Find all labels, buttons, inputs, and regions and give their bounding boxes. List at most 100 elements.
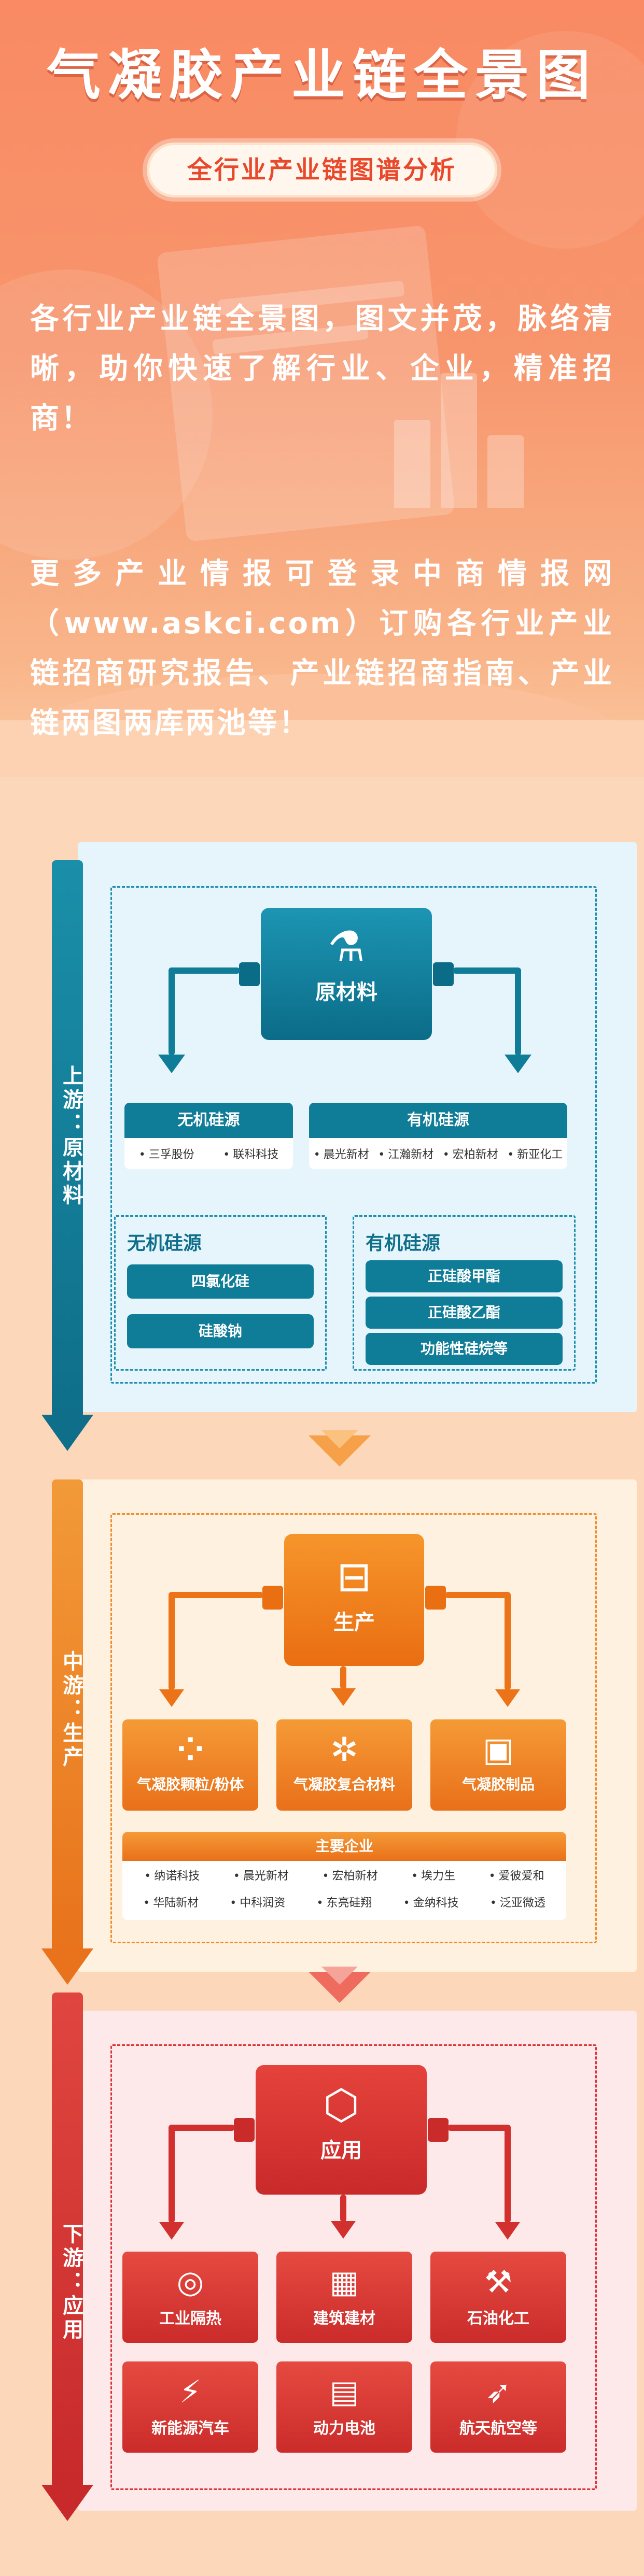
connector-pipe	[453, 967, 520, 974]
decor-bar	[487, 435, 524, 508]
downstream-label: 下游：应用	[59, 2223, 83, 2342]
material-item: 硅酸钠	[127, 1314, 314, 1348]
flask-icon: ⚗	[328, 922, 365, 971]
company-tag: 晨光新材	[233, 1867, 289, 1883]
pipe-insulation-icon: ◎	[176, 2264, 204, 2300]
material-item: 四氯化硅	[127, 1264, 314, 1299]
product-label: 气凝胶复合材料	[293, 1776, 395, 1793]
company-tag: 东亮硅翔	[316, 1894, 372, 1910]
material-item: 正硅酸乙酯	[366, 1297, 563, 1329]
company-tag: 宏柏新材	[322, 1867, 377, 1883]
connector-pipe	[169, 967, 240, 974]
application-card: ➶ 航天航空等	[430, 2361, 566, 2453]
application-label: 建筑建材	[313, 2310, 375, 2328]
companies-title: 主要企业	[122, 1832, 566, 1861]
connector-pipe	[505, 2125, 511, 2223]
product-box-icon: ▣	[482, 1731, 514, 1769]
molecule-icon: ✲	[330, 1731, 358, 1769]
product-card: ✲ 气凝胶复合材料	[276, 1719, 412, 1811]
header-banner: 气凝胶产业链全景图 全行业产业链图谱分析 各行业产业链全景图，图文并茂，脉络清晰…	[0, 0, 644, 777]
box-tray-icon: ⊟	[337, 1553, 372, 1601]
connector-pipe	[169, 2125, 175, 2223]
connector-pipe	[340, 2195, 346, 2222]
company-tag: 爱彼爱和	[489, 1867, 544, 1883]
connector-pipe	[340, 1666, 346, 1689]
product-label: 气凝胶制品	[461, 1776, 535, 1793]
intro-paragraph: 各行业产业链全景图，图文并茂，脉络清晰，助你快速了解行业、企业，精准招商！	[30, 302, 614, 435]
midstream-bar-arrow	[41, 1948, 93, 1985]
intro-paragraph-askci: 更多产业情报可登录中商情报网（www.askci.com）订购各行业产业链招商研…	[30, 557, 614, 740]
organic-company-card: 有机硅源 晨光新材 江瀚新材 宏柏新材 新亚化工	[309, 1103, 567, 1169]
group-title: 无机硅源	[127, 1233, 202, 1254]
card-title: 有机硅源	[309, 1103, 567, 1138]
hub-connector	[262, 1586, 283, 1610]
product-card: ▣ 气凝胶制品	[430, 1719, 566, 1811]
company-tag: 中科润资	[230, 1894, 285, 1910]
company-tag: 金纳科技	[403, 1894, 459, 1910]
company-tag: 宏柏新材	[443, 1145, 498, 1162]
production-hub: ⊟ 生产	[262, 1534, 446, 1666]
connector-pipe	[515, 967, 521, 1056]
connector-arrow	[158, 1055, 185, 1073]
application-label: 新能源汽车	[151, 2420, 229, 2438]
flow-chevron	[321, 1967, 358, 1985]
organic-group: 有机硅源 正硅酸甲酯 正硅酸乙酯 功能性硅烷等	[353, 1215, 576, 1371]
group-title: 有机硅源	[366, 1233, 441, 1254]
building-icon: ▦	[329, 2264, 359, 2300]
connector-pipe	[169, 1592, 263, 1598]
hub-connector	[239, 962, 260, 986]
midstream-dashed-frame	[110, 1513, 597, 1943]
midstream-side-bar: 中游：生产	[52, 1479, 83, 1948]
connector-arrow	[159, 1689, 184, 1707]
raw-materials-hub: ⚗ 原材料	[239, 908, 454, 1040]
company-tag: 晨光新材	[314, 1145, 369, 1162]
material-item: 功能性硅烷等	[366, 1333, 563, 1365]
connector-arrow	[159, 2222, 184, 2240]
hub-connector	[425, 1586, 446, 1610]
battery-icon: ▤	[329, 2374, 359, 2410]
subtitle-text: 全行业产业链图谱分析	[187, 155, 457, 184]
connector-pipe	[169, 2125, 235, 2131]
inorganic-group: 无机硅源 四氯化硅 硅酸钠	[114, 1215, 327, 1371]
connector-arrow	[331, 1688, 356, 1706]
application-card: ⚡ 新能源汽车	[122, 2361, 258, 2453]
company-tag: 三孚股份	[139, 1145, 194, 1162]
particles-icon: ⁘	[176, 1731, 204, 1769]
company-tag: 埃力生	[411, 1867, 455, 1883]
company-tag: 华陆新材	[143, 1894, 199, 1910]
hub-connector	[234, 2118, 255, 2142]
downstream-side-bar: 下游：应用	[52, 1993, 83, 2485]
decor-bar	[441, 373, 477, 508]
connector-pipe	[169, 1592, 175, 1690]
upstream-side-bar: 上游：原材料	[52, 860, 83, 1415]
card-title: 无机硅源	[124, 1103, 293, 1138]
flow-chevron	[321, 1430, 358, 1448]
hub-label: 原材料	[315, 980, 377, 1004]
subtitle-pill: 全行业产业链图谱分析	[147, 143, 497, 197]
application-label: 航天航空等	[459, 2420, 537, 2438]
connector-pipe	[169, 967, 175, 1056]
page-title: 气凝胶产业链全景图	[46, 44, 597, 107]
main-companies-card: 主要企业 纳诺科技 晨光新材 宏柏新材 埃力生 爱彼爱和 华陆新材 中科润资 东…	[122, 1832, 566, 1920]
hub-connector	[433, 962, 454, 986]
connector-arrow	[495, 2222, 520, 2240]
upstream-bar-arrow	[41, 1415, 93, 1451]
company-tag: 江瀚新材	[378, 1145, 433, 1162]
product-label: 气凝胶颗粒/粉体	[136, 1776, 244, 1793]
company-tag: 新亚化工	[507, 1145, 563, 1162]
company-tag: 联科科技	[223, 1145, 278, 1162]
hub-label: 应用	[320, 2139, 362, 2162]
midstream-label: 中游：生产	[59, 1650, 83, 1770]
hub-label: 生产	[333, 1611, 375, 1634]
ev-car-icon: ⚡	[179, 2374, 202, 2410]
decor-ground	[0, 720, 644, 777]
connector-pipe	[445, 1592, 510, 1598]
connector-arrow	[505, 1055, 531, 1073]
connector-pipe	[447, 2125, 511, 2131]
application-card: ◎ 工业隔热	[122, 2252, 258, 2343]
downstream-dashed-frame	[110, 2044, 597, 2490]
decor-circle	[456, 31, 644, 249]
application-card: ⚒ 石油化工	[430, 2252, 566, 2343]
upstream-label: 上游：原材料	[59, 1065, 83, 1208]
company-tag: 泛亚微透	[490, 1894, 545, 1910]
